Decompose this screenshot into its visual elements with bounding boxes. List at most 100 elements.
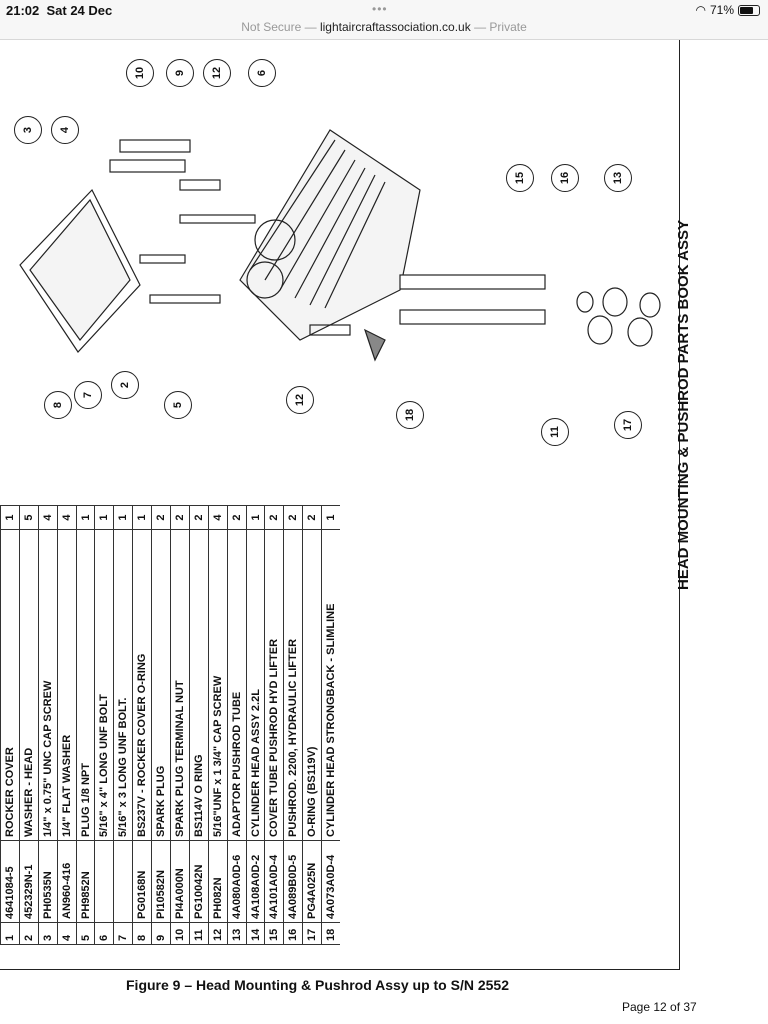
description: 1/4" FLAT WASHER — [57, 529, 77, 841]
part-number: 4A089B0D-5 — [283, 840, 303, 923]
description: ADAPTOR PUSHROD TUBE — [227, 529, 247, 841]
part-number: AN960-416 — [57, 840, 77, 923]
item-number: 5 — [76, 922, 95, 945]
callout-balloon: 15 — [506, 164, 534, 192]
part-number — [113, 840, 133, 923]
part-number: PH0535N — [38, 840, 58, 923]
description: 5/16"UNF x 1 3/4" CAP SCREW — [208, 529, 228, 841]
cylinder-head — [239, 129, 421, 341]
description: PUSHROD. 2200, HYDRAULIC LIFTER — [283, 529, 303, 841]
part-number: PI4A000N — [170, 840, 190, 923]
item-number: 4 — [57, 922, 77, 945]
item-number: 8 — [132, 922, 152, 945]
figure-caption: Figure 9 – Head Mounting & Pushrod Assy … — [126, 977, 509, 993]
drawing-frame — [0, 40, 680, 970]
callout-balloon: 3 — [14, 116, 42, 144]
callout-balloon: 6 — [248, 59, 276, 87]
callout-balloon: 17 — [614, 411, 642, 439]
callout-balloon: 12 — [286, 386, 314, 414]
quantity: 2 — [189, 505, 209, 530]
callout-number: 12 — [294, 393, 306, 407]
part-number: PH9852N — [76, 840, 95, 923]
callout-balloon: 13 — [604, 164, 632, 192]
part-number: 4641084-5 — [0, 840, 20, 923]
part-number: 4A108A0D-2 — [246, 840, 265, 923]
callout-balloon: 7 — [74, 381, 102, 409]
part-number: 4A101A0D-4 — [264, 840, 284, 923]
description: SPARK PLUG — [151, 529, 171, 841]
callout-balloon: 18 — [396, 401, 424, 429]
quantity: 2 — [151, 505, 171, 530]
battery-indicator: ◠71% — [695, 3, 760, 17]
description: SPARK PLUG TERMINAL NUT — [170, 529, 190, 841]
quantity: 1 — [94, 505, 114, 530]
browser-status-bar: 21:02 Sat 24 Dec ••• Not Secure — lighta… — [0, 0, 768, 40]
quantity: 5 — [19, 505, 39, 530]
description: BS237V - ROCKER COVER O-RING — [132, 529, 152, 841]
description: 1/4" x 0.75" UNC CAP SCREW — [38, 529, 58, 841]
part-number: 452329N-1 — [19, 840, 39, 923]
callout-number: 13 — [612, 171, 624, 185]
callout-number: 18 — [404, 408, 416, 422]
part-number: 4A073A0D-4 — [321, 840, 340, 923]
callout-number: 11 — [548, 426, 561, 438]
part-number: PG0168N — [132, 840, 152, 923]
quantity: 4 — [57, 505, 77, 530]
description: PLUG 1/8 NPT — [76, 529, 95, 841]
item-number: 7 — [113, 922, 133, 945]
item-number: 3 — [38, 922, 58, 945]
quantity: 4 — [38, 505, 58, 530]
address-bar[interactable]: Not Secure — lightaircraftassociation.co… — [241, 20, 527, 34]
description: WASHER - HEAD — [19, 529, 39, 841]
callout-number: 6 — [256, 69, 268, 77]
quantity: 1 — [0, 505, 20, 530]
quantity: 4 — [208, 505, 228, 530]
description: CYLINDER HEAD STRONGBACK - SLIMLINE — [321, 529, 340, 841]
side-title: HEAD MOUNTING & PUSHROD PARTS BOOK ASSY — [675, 219, 692, 590]
callout-number: 8 — [52, 401, 64, 409]
part-number — [94, 840, 114, 923]
description: 5/16" x 3 LONG UNF BOLT. — [113, 529, 133, 841]
callout-number: 2 — [119, 381, 131, 389]
callout-balloon: 5 — [164, 391, 192, 419]
quantity: 1 — [132, 505, 152, 530]
callout-number: 3 — [22, 126, 34, 134]
description: O-RING (BS119V) — [302, 529, 322, 841]
bolts-and-plugs — [109, 139, 386, 362]
quantity: 2 — [283, 505, 303, 530]
callout-number: 5 — [172, 401, 184, 409]
callout-number: 10 — [134, 66, 146, 80]
part-number: PG4A025N — [302, 840, 322, 923]
item-number: 2 — [19, 922, 39, 945]
callout-number: 15 — [514, 171, 526, 185]
tab-handle-dots[interactable]: ••• — [372, 2, 388, 16]
pushrod-tubes — [399, 274, 661, 347]
callout-balloon: 2 — [111, 371, 139, 399]
item-number: 18 — [321, 922, 340, 945]
description: 5/16" x 4" LONG UNF BOLT — [94, 529, 114, 841]
part-number: PG10042N — [189, 840, 209, 923]
item-number: 14 — [246, 922, 265, 945]
callout-number: 4 — [59, 126, 71, 134]
callout-balloon: 11 — [541, 418, 569, 446]
quantity: 2 — [264, 505, 284, 530]
item-number: 6 — [94, 922, 114, 945]
item-number: 17 — [302, 922, 322, 945]
description: COVER TUBE PUSHROD HYD LIFTER — [264, 529, 284, 841]
quantity: 1 — [113, 505, 133, 530]
exploded-diagram — [19, 129, 661, 362]
description: CYLINDER HEAD ASSY 2.2L — [246, 529, 265, 841]
